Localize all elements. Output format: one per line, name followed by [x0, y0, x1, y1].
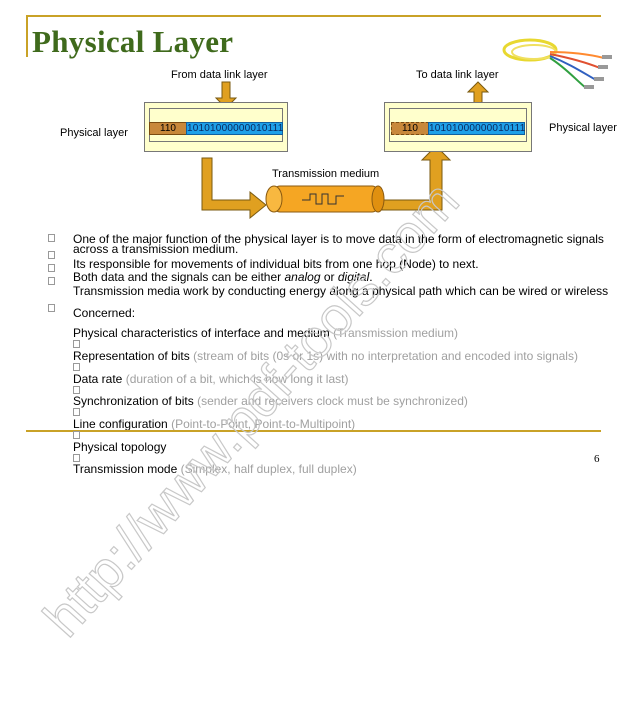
right-physical-box: 110 10101000000010111: [384, 102, 532, 152]
left-header-bits: 110: [149, 122, 187, 135]
concern-item: Synchronization of bits (sender and rece…: [73, 394, 468, 408]
title-top-rule: [26, 15, 601, 17]
concern-item: Physical topology: [73, 440, 167, 454]
transmission-cable-icon: [273, 185, 379, 213]
sub-bullet-icon: [73, 386, 80, 394]
right-physical-layer-label: Physical layer: [549, 122, 617, 134]
sub-bullet-icon: [73, 340, 80, 348]
to-data-link-label: To data link layer: [416, 69, 499, 81]
bullet-text-2: Its responsible for movements of individ…: [73, 257, 479, 271]
right-data-bits: 10101000000010111: [428, 122, 526, 135]
left-physical-box: 110 10101000000010111: [144, 102, 288, 152]
sub-bullet-icon: [73, 454, 80, 462]
left-physical-layer-label: Physical layer: [60, 127, 128, 139]
bullet-icon: [48, 234, 55, 242]
bullet-text-3-a: Both data and the signals can be either: [73, 270, 285, 284]
diagram-arrows: [201, 81, 490, 220]
bullet-text-4: Transmission media work by conducting en…: [73, 284, 609, 298]
medium-to-right-arrow-icon: [381, 145, 452, 211]
concern-item: Line configuration (Point-to-Point, Poin…: [73, 417, 356, 431]
bullet-icon: [48, 251, 55, 259]
signal-wave-icon: [302, 193, 344, 205]
concern-item: Transmission mode (Simplex, half duplex,…: [73, 462, 357, 476]
bullet-icon: [48, 277, 55, 285]
bullet-text-3-c: .: [369, 270, 373, 284]
physical-layer-diagram: From data link layer To data link layer …: [40, 60, 620, 230]
footer-rule: [26, 430, 601, 432]
bullet-digital: digital: [337, 270, 370, 284]
sub-bullet-icon: [73, 408, 80, 416]
concern-item: Physical characteristics of interface an…: [73, 326, 459, 340]
transmission-medium-label: Transmission medium: [272, 168, 380, 180]
left-to-medium-arrow-icon: [201, 157, 267, 220]
sub-bullet-icon: [73, 363, 80, 371]
page-number: 6: [594, 453, 600, 465]
slide-title: Physical Layer: [32, 24, 234, 59]
fiber-cable-image: [502, 38, 612, 89]
bullet-icon: [48, 264, 55, 272]
concerned-label: Concerned:: [73, 306, 136, 320]
sub-bullet-icon: [73, 431, 80, 439]
bullet-text-1: One of the major function of the physica…: [73, 232, 604, 246]
bullet-text-3-b: or: [320, 270, 338, 284]
right-header-bits: 110: [391, 122, 429, 135]
bullet-icon: [48, 304, 55, 312]
concern-item: Data rate (duration of a bit, which is h…: [73, 372, 349, 386]
concern-item: Representation of bits (stream of bits (…: [73, 349, 578, 363]
bullet-text-1-cont: across a transmission medium.: [73, 242, 239, 256]
bullet-text-3: Both data and the signals can be either …: [73, 270, 373, 284]
from-data-link-label: From data link layer: [171, 69, 268, 81]
title-left-rule: [26, 15, 28, 57]
bullet-analog: analog: [284, 270, 321, 284]
left-data-bits: 10101000000010111: [186, 122, 284, 135]
